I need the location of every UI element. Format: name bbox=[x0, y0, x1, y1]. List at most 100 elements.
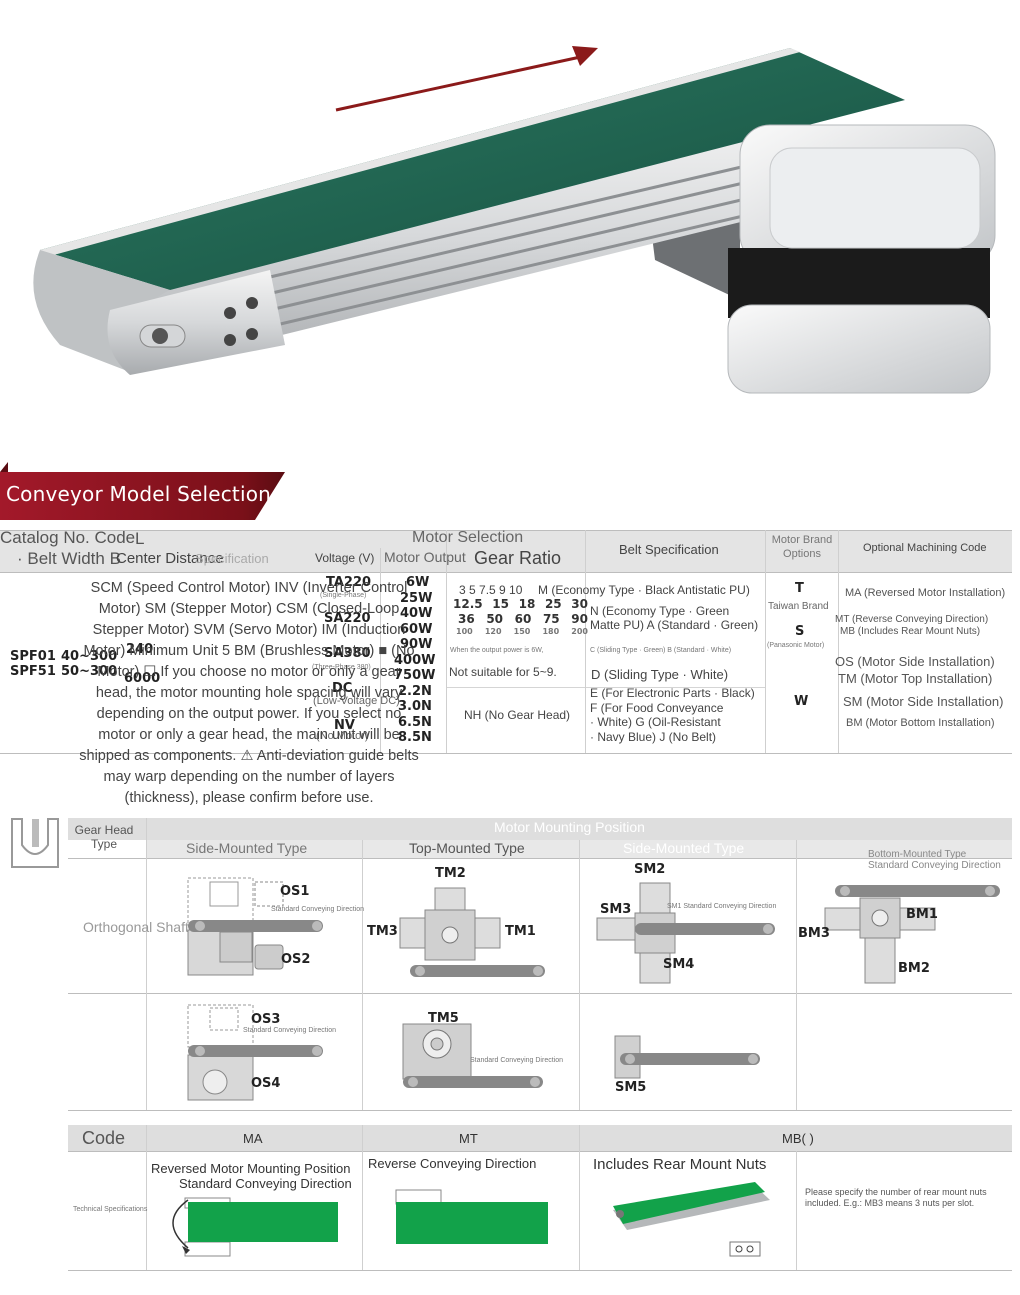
ma-desc-1: Reversed Motor Mounting Position bbox=[151, 1161, 351, 1176]
mounting-title: Motor Mounting Position bbox=[494, 819, 645, 835]
tm5-diagram bbox=[402, 1023, 543, 1088]
code-mt: MT (Reverse Conveying Direction) bbox=[835, 614, 989, 625]
output-8-5n: 8.5N bbox=[398, 730, 432, 745]
pos-tm1: TM1 bbox=[505, 924, 536, 939]
gear-15: 15 bbox=[492, 597, 509, 611]
orthogonal-shaft-label: Orthogonal Shaft bbox=[83, 919, 189, 935]
voltage-three-phase: (Three-Phase 380) bbox=[312, 664, 371, 671]
bm-diagram bbox=[824, 885, 1000, 984]
col-top-mounted: Top-Mounted Type bbox=[409, 840, 525, 856]
mounting-header-band bbox=[68, 818, 1012, 840]
length-max: 6000 bbox=[124, 671, 161, 686]
os1-os2-diagram bbox=[187, 877, 323, 976]
output-400w: 400W bbox=[394, 652, 436, 668]
gear-25: 25 bbox=[544, 597, 562, 611]
gear-75: 75 bbox=[542, 612, 560, 626]
belt-n: N (Economy Type · Green bbox=[590, 604, 730, 618]
sm-diagram bbox=[596, 882, 775, 984]
mb-illustration bbox=[613, 1182, 770, 1257]
section-title: Conveyor Model Selection bbox=[6, 482, 272, 506]
width-range-2: 50~300 bbox=[61, 664, 118, 679]
tm5-conveying-direction: Standard Conveying Direction bbox=[470, 1057, 563, 1064]
brand-t: T bbox=[795, 581, 804, 596]
output-60w: 60W bbox=[400, 621, 433, 637]
col-side-mounted-1: Side-Mounted Type bbox=[186, 840, 308, 856]
gear-100: 100 bbox=[456, 627, 473, 636]
pos-sm5: SM5 bbox=[615, 1080, 647, 1095]
belt-spec-header: Belt Specification bbox=[619, 542, 719, 557]
voltage-no-motor: (No Motor) bbox=[316, 730, 369, 742]
code-os: OS (Motor Side Installation) bbox=[835, 654, 995, 669]
voltage-ta220: TA220 bbox=[326, 575, 372, 590]
col-bottom-mounted: Bottom-Mounted Type bbox=[868, 849, 967, 860]
bottom-conveying-direction: Standard Conveying Direction bbox=[868, 860, 1001, 871]
code-ma-header: MA bbox=[243, 1131, 263, 1146]
specification-header: Specification bbox=[195, 551, 269, 566]
output-3-0n: 3.0N bbox=[398, 699, 432, 714]
gear-180: 180 bbox=[542, 627, 560, 636]
tm-diagram bbox=[399, 887, 545, 977]
os3-os4-diagram bbox=[187, 1004, 323, 1101]
pos-os2: OS2 bbox=[281, 952, 311, 967]
optional-code-header: Optional Machining Code bbox=[863, 542, 987, 554]
output-25w: 25W bbox=[400, 590, 433, 606]
voltage-single-phase: (Single-Phase) bbox=[320, 592, 367, 599]
pos-bm1: BM1 bbox=[906, 907, 938, 922]
gear-ratio-note: When the output power is 6W, bbox=[450, 647, 544, 654]
mb-note: Please specify the number of rear mount … bbox=[805, 1187, 987, 1208]
belt-e: E (For Electronic Parts · Black) bbox=[590, 686, 755, 700]
output-6w: 6W bbox=[406, 575, 430, 590]
belt-f3: · Navy Blue) J (No Belt) bbox=[590, 730, 717, 744]
brand-w: W bbox=[794, 694, 809, 709]
pos-bm3: BM3 bbox=[798, 926, 830, 941]
gear-60: 60 bbox=[514, 612, 532, 626]
gear-ratio-header: Gear Ratio bbox=[474, 548, 562, 568]
gear-12-5: 12.5 bbox=[453, 597, 483, 611]
gear-50: 50 bbox=[486, 612, 504, 626]
pos-bm2: BM2 bbox=[898, 961, 930, 976]
voltage-header: Voltage (V) bbox=[315, 551, 375, 565]
ma-illustration bbox=[172, 1197, 338, 1257]
code-tm: TM (Motor Top Installation) bbox=[838, 671, 993, 686]
conveyor-hero-illustration bbox=[33, 46, 996, 394]
belt-d: D (Sliding Type · White) bbox=[591, 667, 729, 682]
ma-desc-2: Standard Conveying Direction bbox=[179, 1176, 352, 1191]
code-header-band bbox=[68, 1125, 1012, 1151]
pos-os4: OS4 bbox=[251, 1076, 281, 1091]
pos-os1: OS1 bbox=[280, 884, 310, 899]
os3-conveying-direction: Standard Conveying Direction bbox=[243, 1027, 336, 1034]
gear-head-type-label: Gear Head Type bbox=[74, 823, 134, 851]
section-banner bbox=[0, 462, 285, 520]
length-min: 240 bbox=[126, 642, 154, 657]
brand-t-label: Taiwan Brand bbox=[768, 601, 829, 612]
voltage-sa380: SA380 bbox=[324, 646, 371, 661]
sm5-diagram bbox=[614, 1035, 760, 1079]
code-mb: MB (Includes Rear Mount Nuts) bbox=[840, 626, 981, 637]
belt-f2: · White) G (Oil-Resistant bbox=[590, 715, 721, 729]
gear-120: 120 bbox=[484, 627, 502, 636]
width-range-1: 40~300 bbox=[61, 649, 118, 664]
belt-width-header: · Belt Width B bbox=[17, 549, 121, 568]
direction-arrow bbox=[335, 54, 586, 112]
voltage-low-dc: (Low-Voltage DC) bbox=[313, 695, 400, 707]
sm1-conveying-direction: SM1 Standard Conveying Direction bbox=[667, 903, 777, 910]
mt-illustration bbox=[395, 1189, 548, 1244]
code-ma: MA (Reversed Motor Installation) bbox=[845, 587, 1006, 599]
gear-200: 200 bbox=[571, 627, 588, 636]
motor-selection-header: Motor Selection bbox=[412, 529, 524, 546]
brand-s-label: (Panasonic Motor) bbox=[767, 642, 825, 649]
output-90w: 90W bbox=[400, 637, 433, 652]
table-header-band bbox=[0, 530, 1012, 572]
pos-sm3: SM3 bbox=[600, 902, 632, 917]
gear-36: 36 bbox=[458, 612, 475, 626]
os-conveying-direction: Standard Conveying Direction bbox=[271, 906, 364, 913]
voltage-sa220: SA220 bbox=[324, 611, 371, 626]
output-6-5n: 6.5N bbox=[398, 714, 432, 730]
gear-ratio-not-suitable: Not suitable for 5~9. bbox=[449, 665, 557, 679]
gear-150: 150 bbox=[513, 627, 531, 636]
gear-30: 30 bbox=[571, 597, 588, 611]
motor-type-notes: SCM (Speed Control Motor) INV (Inverter … bbox=[79, 580, 419, 806]
gear-ratio-no-gear-head: NH (No Gear Head) bbox=[464, 708, 571, 722]
motor-output-list: 6W 25W 40W 60W 90W 400W 750W 2.2N 3.0N 6… bbox=[392, 575, 442, 746]
col-side-mounted-2: Side-Mounted Type bbox=[623, 840, 745, 856]
